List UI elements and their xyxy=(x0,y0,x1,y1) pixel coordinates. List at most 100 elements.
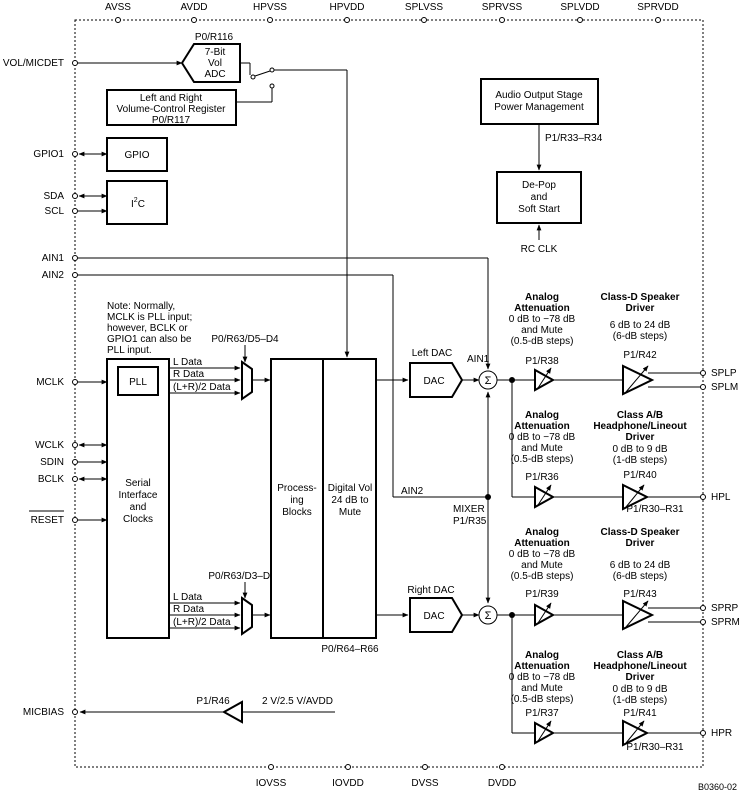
svg-text:Headphone/Lineout: Headphone/Lineout xyxy=(593,421,687,432)
svg-text:0 dB to −78 dB: 0 dB to −78 dB xyxy=(509,432,576,443)
right-speaker-attenuation: Analog Attenuation 0 dB to −78 dB and Mu… xyxy=(509,527,576,600)
svg-text:L Data: L Data xyxy=(173,357,203,368)
svg-text:0 dB to 9 dB: 0 dB to 9 dB xyxy=(612,444,667,455)
svg-text:Analog: Analog xyxy=(525,527,559,538)
svg-text:Serial: Serial xyxy=(125,478,151,489)
svg-text:P1/R37: P1/R37 xyxy=(525,708,559,719)
svg-text:6 dB to 24 dB: 6 dB to 24 dB xyxy=(610,560,671,571)
left-dac xyxy=(409,362,464,398)
pin-ain1: AIN1 xyxy=(42,253,65,264)
right-hp-attenuation: Analog Attenuation 0 dB to −78 dB and Mu… xyxy=(509,650,576,719)
pin-sprvdd: SPRVDD xyxy=(637,2,679,13)
left-hp-attenuation: Analog Attenuation 0 dB to −78 dB and Mu… xyxy=(509,410,576,483)
mixer-label: MIXER xyxy=(453,504,485,515)
pin-wclk: WCLK xyxy=(35,440,64,451)
svg-text:(6-dB steps): (6-dB steps) xyxy=(613,331,667,342)
svg-text:(L+R)/2 Data: (L+R)/2 Data xyxy=(173,617,231,628)
pin-splp: SPLP xyxy=(711,368,737,379)
svg-text:Attenuation: Attenuation xyxy=(514,303,570,314)
svg-text:De-Pop: De-Pop xyxy=(522,180,556,191)
svg-text:(0.5-dB steps): (0.5-dB steps) xyxy=(511,336,574,347)
svg-text:Class A/B: Class A/B xyxy=(617,650,663,661)
svg-text:Volume-Control Register: Volume-Control Register xyxy=(117,104,227,115)
svg-text:Σ: Σ xyxy=(485,610,492,622)
pin-hpvss: HPVSS xyxy=(253,2,287,13)
pin-ain2: AIN2 xyxy=(42,270,65,281)
pin-hpr: HPR xyxy=(711,728,732,739)
pin-avdd: AVDD xyxy=(180,2,207,13)
ain2-tag: AIN2 xyxy=(401,486,424,497)
left-dac-title: Left DAC xyxy=(412,348,453,359)
pin-iovdd: IOVDD xyxy=(332,778,364,789)
svg-text:and: and xyxy=(531,192,548,203)
pin-avss: AVSS xyxy=(105,2,131,13)
mux-top-reg: P0/R63/D5–D4 xyxy=(211,334,279,345)
pin-sprvss: SPRVSS xyxy=(482,2,523,13)
i2c-label: I2C xyxy=(131,197,145,210)
left-speaker-attenuation: Analog Attenuation 0 dB to −78 dB and Mu… xyxy=(509,292,576,367)
svg-text:R Data: R Data xyxy=(173,604,205,615)
svg-text:and Mute: and Mute xyxy=(521,560,563,571)
figure-id: B0360-02 xyxy=(698,782,737,792)
left-class-ab-driver-text: Class A/B Headphone/Lineout Driver 0 dB … xyxy=(593,410,687,515)
left-hp-att-amp xyxy=(534,485,556,509)
pin-sdin: SDIN xyxy=(40,457,64,468)
svg-text:R Data: R Data xyxy=(173,369,205,380)
micbias-voltage: 2 V/2.5 V/AVDD xyxy=(262,696,333,707)
pin-bclk: BCLK xyxy=(38,474,64,485)
pin-hpl: HPL xyxy=(711,492,731,503)
svg-text:Soft Start: Soft Start xyxy=(518,204,560,215)
bottom-pins: IOVSS IOVDD DVSS DVDD xyxy=(256,764,516,789)
svg-text:Left and Right: Left and Right xyxy=(140,93,202,104)
svg-text:(0.5-dB steps): (0.5-dB steps) xyxy=(511,571,574,582)
svg-text:Analog: Analog xyxy=(525,410,559,421)
svg-text:0 dB to −78 dB: 0 dB to −78 dB xyxy=(509,672,576,683)
svg-text:Attenuation: Attenuation xyxy=(514,421,570,432)
svg-text:Vol: Vol xyxy=(208,58,222,69)
pin-dvss: DVSS xyxy=(411,778,439,789)
power-reg: P1/R33–R34 xyxy=(545,133,603,144)
right-hp-att-amp xyxy=(534,721,556,745)
svg-text:Process-: Process- xyxy=(277,483,316,494)
right-class-ab-driver-text: Class A/B Headphone/Lineout Driver 0 dB … xyxy=(593,650,687,753)
svg-text:P1/R30–R31: P1/R30–R31 xyxy=(626,504,684,515)
pin-gpio1: GPIO1 xyxy=(33,149,64,160)
left-speaker-att-amp xyxy=(534,368,556,392)
pin-sda: SDA xyxy=(43,191,64,202)
svg-text:and Mute: and Mute xyxy=(521,683,563,694)
svg-text:P1/R40: P1/R40 xyxy=(623,470,657,481)
serial-interface-block xyxy=(106,358,170,639)
chip-boundary xyxy=(74,19,704,768)
svg-text:Σ: Σ xyxy=(485,375,492,387)
svg-text:Class-D Speaker: Class-D Speaker xyxy=(601,292,680,303)
adc-reg: P0/R116 xyxy=(195,32,234,43)
svg-text:6 dB to 24 dB: 6 dB to 24 dB xyxy=(610,320,671,331)
svg-text:GPIO1 can also be: GPIO1 can also be xyxy=(107,334,192,345)
svg-text:Analog: Analog xyxy=(525,292,559,303)
gpio-block xyxy=(106,137,168,172)
right-class-d-driver-text: Class-D Speaker Driver 6 dB to 24 dB (6-… xyxy=(601,527,680,600)
mixer-reg: P1/R35 xyxy=(453,516,487,527)
svg-text:P1/R42: P1/R42 xyxy=(623,350,657,361)
svg-text:Driver: Driver xyxy=(626,672,655,683)
svg-text:DAC: DAC xyxy=(423,611,444,622)
svg-text:(L+R)/2 Data: (L+R)/2 Data xyxy=(173,382,231,393)
right-dac-title: Right DAC xyxy=(407,585,454,596)
rc-clk: RC CLK xyxy=(521,244,558,255)
pin-dvdd: DVDD xyxy=(488,778,516,789)
pin-splvdd: SPLVDD xyxy=(560,2,599,13)
svg-text:(6-dB steps): (6-dB steps) xyxy=(613,571,667,582)
svg-text:(1-dB steps): (1-dB steps) xyxy=(613,455,667,466)
micbias-amp xyxy=(221,700,243,724)
power-management-block xyxy=(480,78,599,125)
svg-text:7-Bit: 7-Bit xyxy=(205,47,226,58)
mux-top xyxy=(241,360,253,401)
svg-text:Blocks: Blocks xyxy=(282,507,311,518)
svg-text:P0/R117: P0/R117 xyxy=(152,115,191,126)
svg-text:0 dB to −78 dB: 0 dB to −78 dB xyxy=(509,549,576,560)
svg-text:DAC: DAC xyxy=(423,376,444,387)
pin-micbias: MICBIAS xyxy=(23,707,64,718)
micbias-reg: P1/R46 xyxy=(196,696,230,707)
svg-text:P1/R36: P1/R36 xyxy=(525,472,559,483)
